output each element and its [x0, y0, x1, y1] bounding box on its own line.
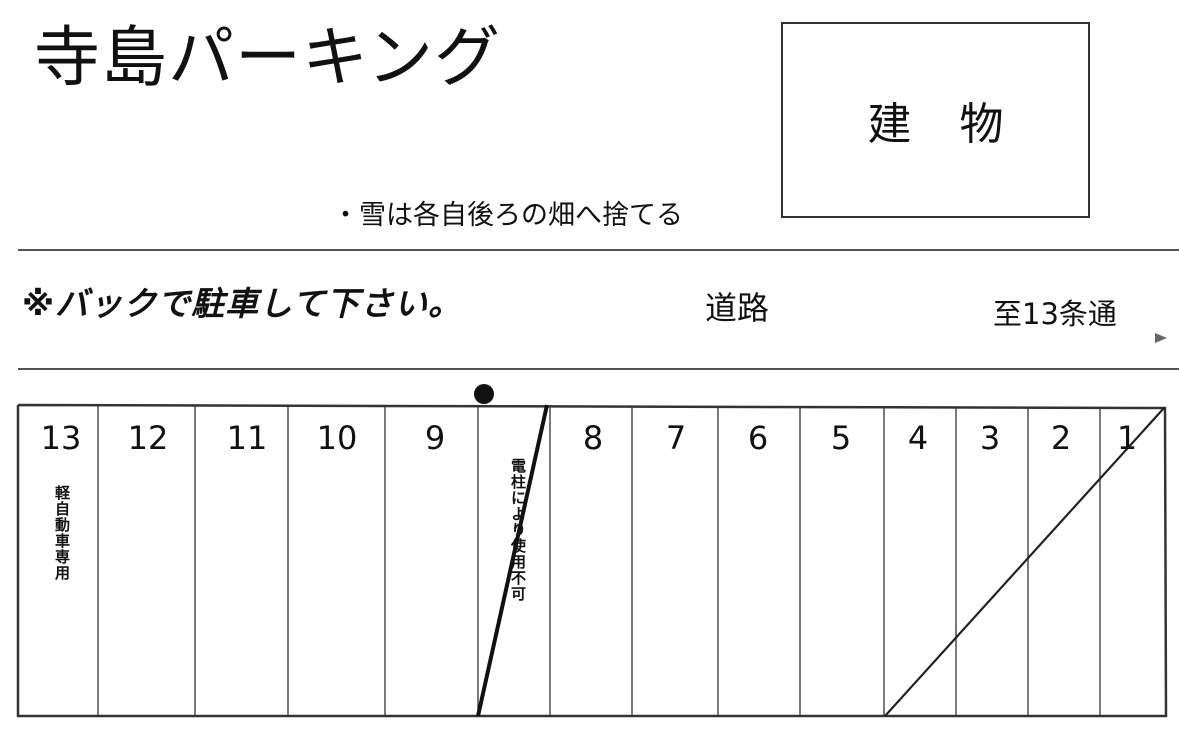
road-edge-bottom-divider: [18, 368, 1179, 370]
space-6-number: 6: [747, 419, 769, 457]
space-3-number: 3: [979, 419, 1001, 457]
space-8-number: 8: [582, 419, 604, 457]
snow-disposal-note: ・雪は各自後ろの畑へ捨てる: [332, 200, 683, 231]
space-1-number: 1: [1116, 419, 1138, 457]
utility-pole-icon: [474, 384, 494, 404]
back-in-parking-notice: ※バックで駐車して下さい。: [22, 284, 463, 323]
space-7-number: 7: [665, 419, 687, 457]
page-title: 寺島パーキング: [34, 19, 502, 96]
road-edge-top-divider: [18, 249, 1179, 251]
space-13-number: 13: [40, 419, 82, 457]
pole-unusable-note: 電柱により使用不可: [509, 458, 527, 602]
parking-lot-border: [16, 403, 1168, 718]
destination-label: 至13条通: [993, 297, 1117, 331]
road-label: 道路: [705, 289, 770, 327]
space-5-number: 5: [830, 419, 852, 457]
space-2-number: 2: [1050, 419, 1072, 457]
space-9-number: 9: [424, 419, 446, 457]
space-4-number: 4: [907, 419, 929, 457]
direction-arrow-icon: [1155, 333, 1167, 343]
kei-car-only-note: 軽自動車専用: [53, 485, 71, 581]
building-label: 建物: [867, 99, 1052, 150]
space-12-number: 12: [127, 419, 169, 457]
space-10-number: 10: [316, 419, 358, 457]
building-box: 建物: [781, 22, 1090, 218]
space-11-number: 11: [226, 419, 268, 457]
